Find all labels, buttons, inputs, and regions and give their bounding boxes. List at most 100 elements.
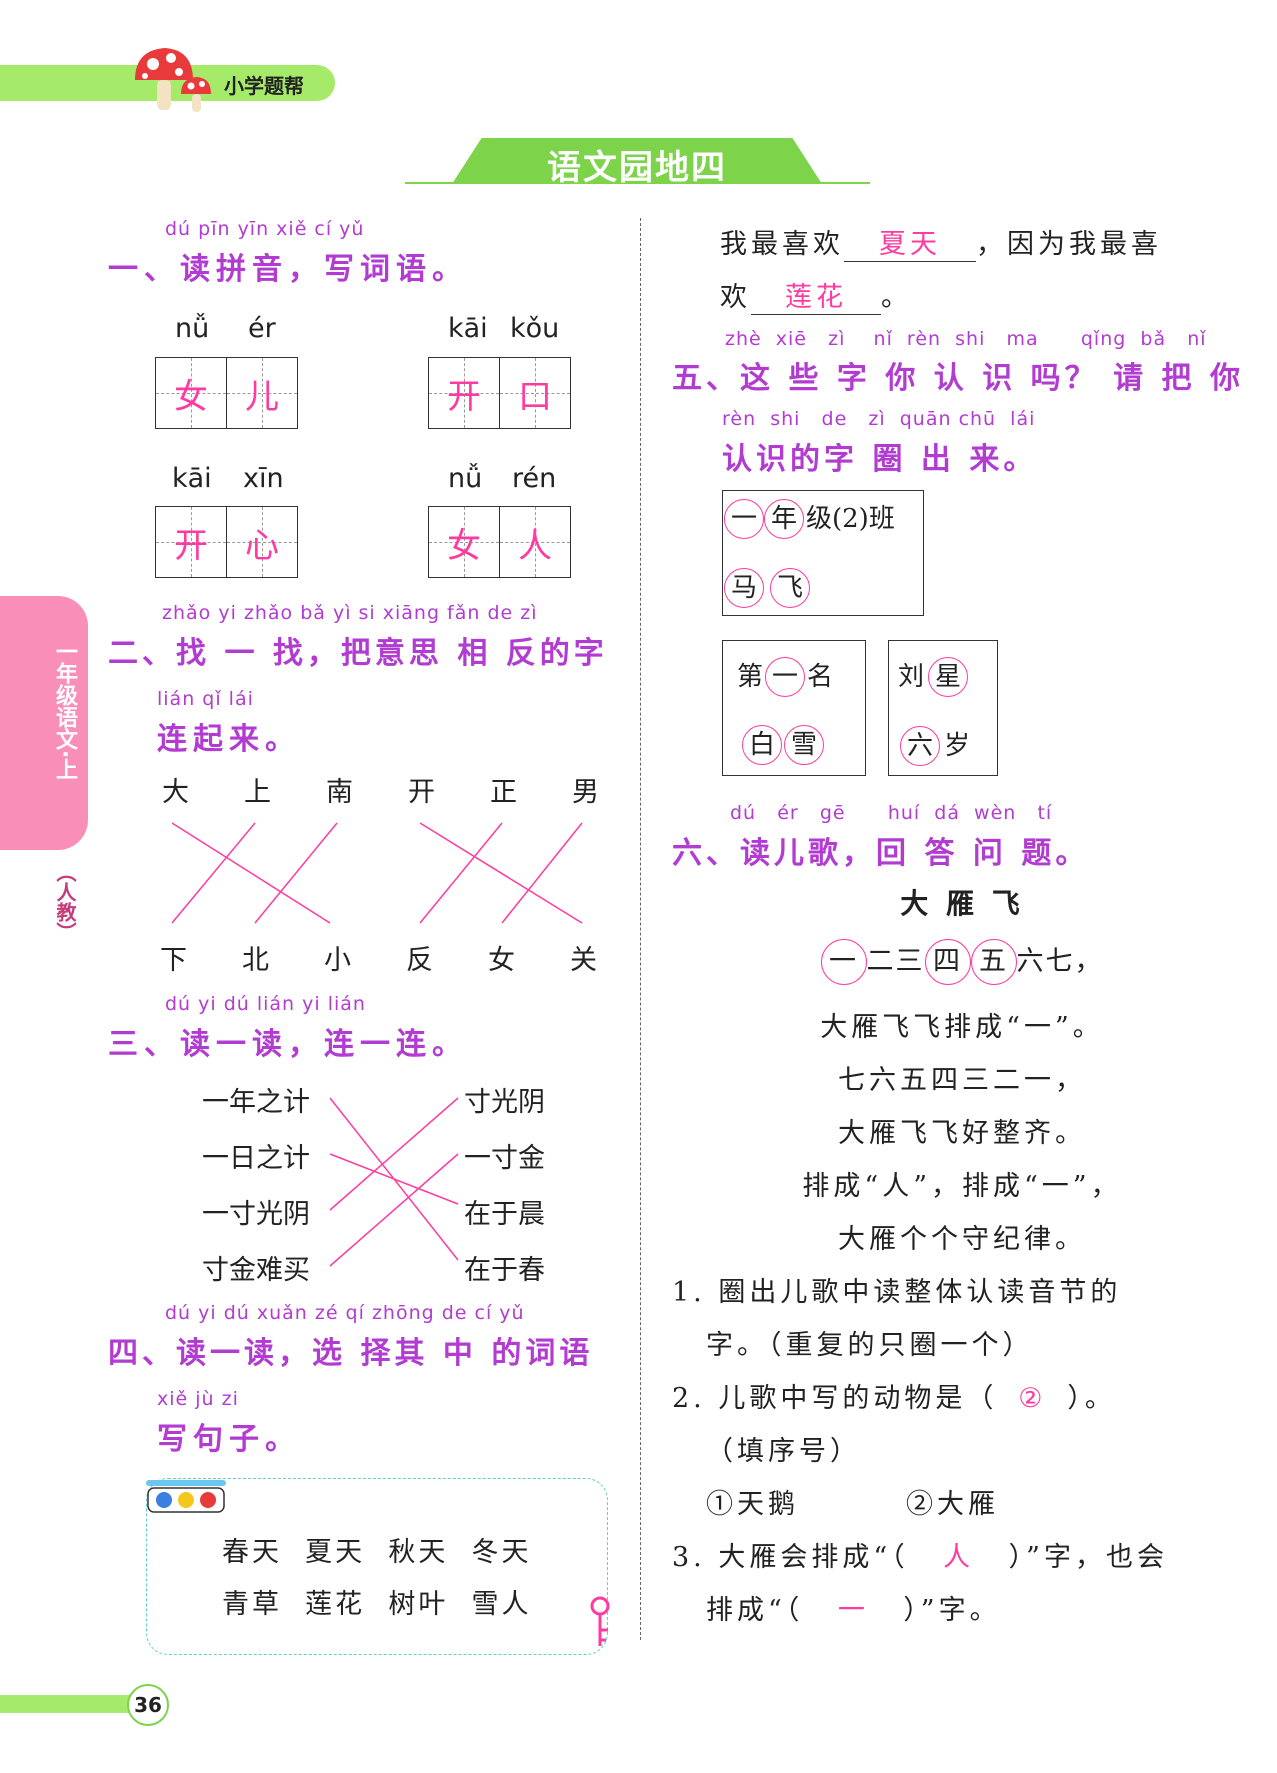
circled-char: 一 [765,657,806,697]
poem-line: 排成“人”，排成“一”， [802,1171,1122,1202]
q2-connect-lines [171,822,583,924]
question-text: 3. 大雁会排成“（ [672,1542,909,1573]
q2-pinyin2: lián qǐ lái [157,688,254,710]
q2-bottom-char: 反 [406,945,433,976]
q4-sentence-line1: 我最喜欢夏天，因为我最喜 [720,222,1162,262]
answer-text: 一 [837,1595,869,1626]
q3-left-phrase: 一日之计 [202,1143,310,1174]
circled-char: 飞 [770,568,810,608]
q3-right-phrase: 一寸金 [464,1143,545,1174]
poem-line: 七六五四三二一， [838,1065,1086,1096]
q5-pinyin1: zhè xiē zì nǐ rèn shi ma qǐng bǎ nǐ [725,328,1207,350]
q6-sub2-option1: ①天鹅 [706,1489,799,1520]
q1-item2-pinyin2: kǒu [510,313,560,344]
q1-title: 一、读拼音，写词语。 [108,252,468,287]
q1-item1-pinyin2: ér [248,313,276,344]
q5-box2-row1: 第一名 [737,656,833,697]
footer-bar [0,1695,140,1713]
q1-item2-pinyin1: kāi [448,313,488,344]
q1-item1-pinyin1: nǚ [175,313,210,344]
question-text: ）”字。 [903,1595,1001,1626]
q2-bottom-char: 下 [160,945,187,976]
q4-pinyin1: dú yi dú xuǎn zé qí zhōng de cí yǔ [165,1302,525,1324]
q2-bottom-char: 关 [570,945,597,976]
word-bank-box [146,1478,608,1655]
column-divider [640,218,641,1640]
q1-item1-box: 女 儿 [155,357,298,429]
sentence-text: 。 [881,282,912,313]
circled-char: 年 [764,499,804,539]
q5-title1: 五、这 些 字 你 认 识 吗？ 请 把 你 [672,361,1244,396]
q3-right-phrase: 在于晨 [464,1199,545,1230]
circled-char: 马 [724,568,764,608]
q5-box3-row1: 刘星 [898,656,969,697]
side-tab-grade: 一年级语文·上 [52,640,77,781]
answer-blank: 夏天 [844,222,976,262]
q5-pinyin2: rèn shi de zì quān chū lái [722,408,1036,430]
word-bank-row2: 青草 莲花 树叶 雪人 [222,1589,532,1620]
poem-text: 二三 [866,946,925,977]
q2-title2: 连起来。 [157,722,301,757]
circled-char: 白 [742,725,782,765]
page-title: 语文园地四 [547,148,727,188]
answer-text: 人 [943,1542,975,1573]
circled-char: 一 [820,939,867,985]
answer-char: 人 [499,507,570,577]
q4-title2: 写句子。 [157,1422,301,1457]
q5-box1 [722,490,924,616]
q1-pinyin: dú pīn yīn xiě cí yǔ [165,218,365,240]
q2-top-char: 正 [490,777,517,808]
answer-char: 女 [429,507,499,577]
q3-right-phrase: 寸光阴 [464,1087,545,1118]
plain-char: 第 [737,662,764,692]
poem-line: 大雁飞飞好整齐。 [838,1118,1086,1149]
poem-line: 大雁飞飞排成“一”。 [820,1012,1104,1043]
q6-sub3-line2: 排成“（ 一 ）”字。 [706,1588,1001,1627]
q6-sub3-line1: 3. 大雁会排成“（ 人 ）”字，也会 [672,1535,1168,1574]
q1-item2-box: 开 口 [428,357,571,429]
q3-left-phrase: 一年之计 [202,1087,310,1118]
mushroom-logo-icon [135,48,211,112]
side-tab [0,596,88,850]
q6-sub1-line2: 字。（重复的只圈一个） [706,1330,1034,1361]
brand-name: 小学题帮 [224,74,304,98]
q5-box3-row2: 六岁 [900,725,970,766]
key-decoration-icon [590,1596,610,1646]
circled-char: 雪 [784,725,824,765]
q5-box1-row1: 一年级(2)班 [724,498,895,539]
q2-bottom-char: 北 [242,945,269,976]
sentence-text: 欢 [720,282,751,313]
q5-box1-row2: 马飞 [724,568,810,608]
q6-title: 六、读儿歌，回 答 问 题。 [672,836,1090,871]
q4-title1: 四、读一读，选 择其 中 的词语 [108,1336,594,1371]
circled-char: 六 [900,726,940,766]
plain-char: 刘 [898,662,925,692]
circled-char: 四 [924,939,971,985]
page-number: 36 [127,1684,169,1726]
q4-sentence-line2: 欢莲花。 [720,275,912,315]
q6-sub1-line1: 1. 圈出儿歌中读整体认读音节的 [672,1277,1122,1308]
poem-text: 六七， [1016,946,1104,977]
q3-pinyin: dú yi dú lián yi lián [165,993,366,1015]
question-text: ）”字，也会 [1008,1542,1168,1573]
question-text: 排成“（ [706,1595,804,1626]
poem-line-1: 一二三四五六七， [672,939,1252,985]
q1-item4-pinyin2: rén [512,463,557,494]
answer-char: 女 [156,358,226,428]
q5-box2-row2: 白雪 [742,725,824,765]
plain-char: 名 [807,662,834,692]
q3-connect-lines [329,1097,459,1267]
q3-right-phrase: 在于春 [464,1255,545,1286]
q1-item3-pinyin2: xīn [243,463,284,494]
q5-title2: 认识的字 圈 出 来。 [722,442,1038,477]
q2-top-char: 上 [244,777,271,808]
answer-char: 口 [499,358,570,428]
word-bank-row1: 春天 夏天 秋天 冬天 [222,1537,532,1568]
q1-item3-box: 开 心 [155,506,298,578]
circled-char: 五 [970,939,1017,985]
q4-pinyin2: xiě jù zi [157,1388,239,1410]
plain-char: 岁 [944,731,971,761]
sentence-text: ，因为我最喜 [976,229,1162,260]
answer-char: 心 [226,507,297,577]
q6-pinyin: dú ér gē huí dá wèn tí [730,802,1053,824]
